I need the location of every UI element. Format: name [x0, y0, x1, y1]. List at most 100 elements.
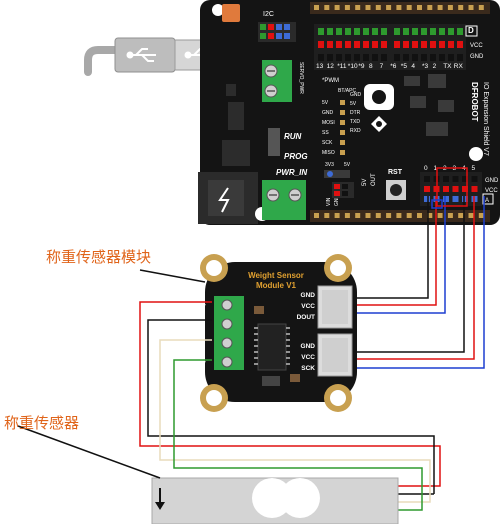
analog-pin — [462, 196, 468, 202]
header-hole — [458, 213, 464, 218]
header-hole — [334, 5, 340, 10]
hx711-chip — [257, 323, 287, 371]
load-cell-terminal — [214, 296, 244, 370]
header-hole — [437, 5, 443, 10]
module-title-1: Weight Sensor — [248, 271, 304, 280]
gnd-label: GND — [334, 195, 340, 207]
rail-vcc-label: VCC — [470, 43, 483, 49]
bottom-female-header — [310, 210, 490, 222]
i2c-header — [258, 22, 296, 42]
header-hole — [468, 5, 474, 10]
sensor-pointer — [17, 425, 161, 479]
icsp-pin-label: MISO — [322, 150, 335, 156]
analog-pin — [443, 186, 449, 192]
vin-label: VIN — [326, 197, 332, 206]
header-hole — [344, 5, 350, 10]
digital-pin — [430, 28, 436, 35]
io-expansion-shield: I2C SERVO_PWR PWR_IN RUN PROG — [198, 0, 500, 225]
digital-pin — [394, 41, 400, 48]
module-left-pin-labels: E+E-S-S+ — [198, 302, 206, 366]
digital-pin — [457, 28, 463, 35]
lightning-icon — [218, 187, 230, 213]
digital-pin — [403, 54, 409, 61]
pin-highlight — [436, 167, 468, 207]
header-hole — [355, 5, 361, 10]
header-hole — [344, 213, 350, 218]
digital-pin — [372, 54, 378, 61]
header-hole — [375, 213, 381, 218]
analog-pin-label: 1 — [434, 165, 438, 172]
icsp-pin-label: SCK — [322, 140, 333, 146]
header-hole — [355, 213, 361, 218]
icsp-pin-label: SS — [322, 130, 329, 136]
digital-pin — [448, 41, 454, 48]
digital-pin — [327, 41, 333, 48]
digital-pin-label: 2 — [433, 63, 437, 70]
digital-pin-label: RX — [454, 63, 464, 70]
header-hole — [406, 213, 412, 218]
digital-pin — [430, 41, 436, 48]
digital-pin — [363, 54, 369, 61]
digital-pin — [345, 41, 351, 48]
analog-pin — [462, 176, 468, 182]
analog-row-label: A — [485, 198, 489, 204]
digital-pin — [336, 41, 342, 48]
top-female-header — [310, 2, 490, 14]
brand-label: DFROBOT — [470, 82, 479, 122]
digital-pin — [412, 28, 418, 35]
header-hole — [406, 5, 412, 10]
digital-pin-label: *11 — [337, 63, 347, 70]
digital-pin-label: 13 — [316, 63, 324, 70]
digital-pin — [318, 28, 324, 35]
digital-pin — [363, 41, 369, 48]
digital-pin — [318, 41, 324, 48]
header-hole — [365, 5, 371, 10]
rst-label: RST — [388, 169, 403, 176]
digital-pin-label: 8 — [369, 63, 373, 70]
header-hole — [365, 213, 371, 218]
product-label: IO Expansion Shield V7 — [482, 82, 489, 156]
header-hole — [314, 5, 319, 10]
header-d-label: D — [468, 26, 474, 35]
bt-pin-label: DTR — [350, 110, 361, 116]
analog-pin — [471, 176, 478, 182]
analog-header — [420, 172, 482, 206]
module-top-pin-label: DOUT — [297, 314, 315, 321]
analog-pin — [452, 196, 459, 202]
module-top-pin-label: GND — [301, 292, 316, 299]
module-pointer — [139, 269, 206, 283]
digital-pin-label: *3 — [422, 63, 429, 70]
digital-pin — [457, 41, 463, 48]
icsp-pin-label: GND — [322, 110, 334, 116]
bt-pin-label: 5V — [350, 101, 357, 107]
servo-power-terminal — [262, 60, 292, 102]
digital-pin — [394, 54, 400, 61]
analog-pin-label: 0 — [424, 165, 428, 172]
analog-pin — [424, 196, 430, 202]
digital-pin — [421, 41, 427, 48]
digital-pin — [439, 28, 445, 35]
header-hole — [468, 213, 474, 218]
analog-pin — [462, 186, 468, 192]
header-hole — [324, 213, 330, 218]
analog-pin — [471, 186, 478, 192]
module-bottom-pin-label: VCC — [301, 354, 315, 361]
digital-pin — [354, 41, 360, 48]
sensor-callout-label: 称重传感器 — [4, 414, 80, 432]
header-hole — [447, 213, 453, 218]
header-hole — [334, 213, 340, 218]
load-cell — [151, 477, 399, 524]
digital-pin-label: *5 — [401, 63, 408, 70]
module-bottom-pin-label: SCK — [301, 365, 315, 372]
bt-pin-label: RXD — [350, 128, 361, 134]
bt-pin-label: GND — [350, 92, 362, 98]
digital-pin — [354, 54, 360, 61]
pwr-in-label: PWR_IN — [276, 168, 307, 177]
header-hole — [427, 5, 433, 10]
digital-pin — [345, 54, 351, 61]
